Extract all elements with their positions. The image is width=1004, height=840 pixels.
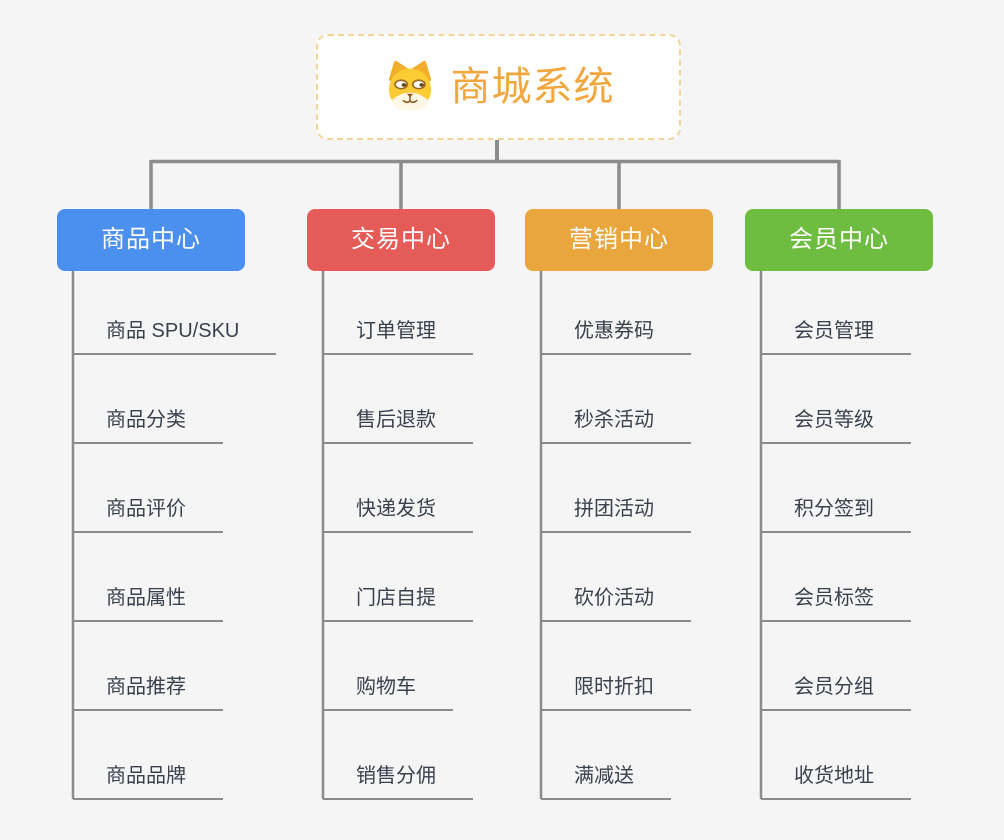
topic-label: 门店自提 (356, 587, 436, 609)
topic-node[interactable]: 会员分组 (761, 622, 911, 711)
root-title: 商城系统 (450, 65, 615, 109)
branch-label: 会员中心 (789, 226, 889, 253)
topic-label: 会员管理 (794, 320, 874, 342)
topic-label: 商品品牌 (106, 765, 186, 787)
topic-label: 商品评价 (106, 498, 186, 520)
topic-label: 购物车 (356, 676, 416, 698)
topic-label: 会员分组 (794, 676, 874, 698)
topic-node[interactable]: 商品推荐 (73, 622, 223, 711)
branch-node-3[interactable]: 营销中心 (525, 209, 713, 271)
branch-node-1[interactable]: 商品中心 (57, 209, 245, 271)
topic-node[interactable]: 售后退款 (323, 355, 473, 444)
topic-label: 销售分佣 (356, 765, 436, 787)
branch-children: 商品 SPU/SKU 商品分类 商品评价 商品属性 商品推荐 商品品牌 (73, 271, 277, 800)
branch-label: 营销中心 (569, 226, 669, 253)
topic-label: 订单管理 (356, 320, 436, 342)
topic-label: 拼团活动 (574, 498, 654, 520)
topic-label: 售后退款 (356, 409, 436, 431)
topic-node[interactable]: 商品 SPU/SKU (73, 271, 277, 355)
branch-children: 订单管理 售后退款 快递发货 门店自提 购物车 销售分佣 (323, 271, 473, 800)
topic-label: 商品分类 (106, 409, 186, 431)
topic-node[interactable]: 会员管理 (761, 271, 911, 355)
topic-node[interactable]: 商品评价 (73, 444, 223, 533)
branch-label: 交易中心 (351, 226, 451, 253)
topic-node[interactable]: 限时折扣 (541, 622, 691, 711)
topic-node[interactable]: 会员标签 (761, 533, 911, 622)
topic-label: 优惠券码 (574, 320, 654, 342)
topic-label: 收货地址 (794, 765, 874, 787)
branch-children: 会员管理 会员等级 积分签到 会员标签 会员分组 收货地址 (761, 271, 911, 800)
topic-node[interactable]: 会员等级 (761, 355, 911, 444)
topic-node[interactable]: 满减送 (541, 711, 671, 800)
topic-label: 积分签到 (794, 498, 874, 520)
topic-label: 商品属性 (106, 587, 186, 609)
topic-node[interactable]: 收货地址 (761, 711, 911, 800)
topic-node[interactable]: 砍价活动 (541, 533, 691, 622)
root-node[interactable]: 商城系统 (316, 34, 681, 140)
topic-node[interactable]: 积分签到 (761, 444, 911, 533)
topic-node[interactable]: 快递发货 (323, 444, 473, 533)
topic-label: 秒杀活动 (574, 409, 654, 431)
topic-node[interactable]: 门店自提 (323, 533, 473, 622)
branch-node-2[interactable]: 交易中心 (307, 209, 495, 271)
topic-node[interactable]: 销售分佣 (323, 711, 473, 800)
topic-label: 满减送 (574, 765, 634, 787)
topic-label: 快递发货 (356, 498, 436, 520)
topic-node[interactable]: 优惠券码 (541, 271, 691, 355)
topic-label: 限时折扣 (574, 676, 654, 698)
branch-node-4[interactable]: 会员中心 (745, 209, 933, 271)
topic-node[interactable]: 商品品牌 (73, 711, 223, 800)
topic-node[interactable]: 拼团活动 (541, 444, 691, 533)
topic-node[interactable]: 秒杀活动 (541, 355, 691, 444)
topic-node[interactable]: 购物车 (323, 622, 453, 711)
topic-node[interactable]: 商品分类 (73, 355, 223, 444)
branch-label: 商品中心 (101, 226, 201, 253)
topic-label: 会员标签 (794, 587, 874, 609)
topic-label: 商品 SPU/SKU (106, 320, 240, 342)
topic-node[interactable]: 商品属性 (73, 533, 223, 622)
dog-face-icon (388, 60, 431, 111)
topic-label: 会员等级 (794, 409, 874, 431)
topic-label: 商品推荐 (106, 676, 186, 698)
topic-label: 砍价活动 (574, 587, 654, 609)
branch-children: 优惠券码 秒杀活动 拼团活动 砍价活动 限时折扣 满减送 (541, 271, 691, 800)
topic-node[interactable]: 订单管理 (323, 271, 473, 355)
